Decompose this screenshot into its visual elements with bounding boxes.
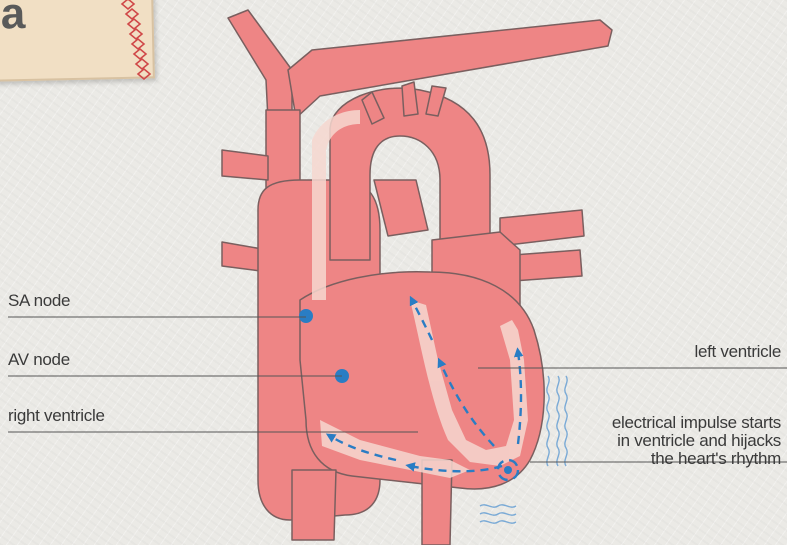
arch-branch-2	[402, 82, 418, 116]
label-sa-node: SA node	[8, 291, 70, 310]
upper-left-vessel	[228, 10, 292, 120]
sa-node-marker	[299, 309, 313, 323]
label-impulse-line-1: electrical impulse starts	[612, 413, 781, 432]
right-side-vessel-1	[500, 210, 584, 246]
label-right-ventricle: right ventricle	[8, 406, 105, 425]
left-side-vessel-1	[222, 150, 268, 180]
label-left-ventricle: left ventricle	[694, 342, 781, 361]
inferior-vena-cava	[292, 470, 336, 540]
label-impulse-line-2: in ventricle and hijacks	[617, 431, 781, 450]
label-impulse-line-3: the heart's rhythm	[651, 449, 781, 468]
pulmonary-trunk	[374, 180, 428, 236]
label-av-node: AV node	[8, 350, 70, 369]
